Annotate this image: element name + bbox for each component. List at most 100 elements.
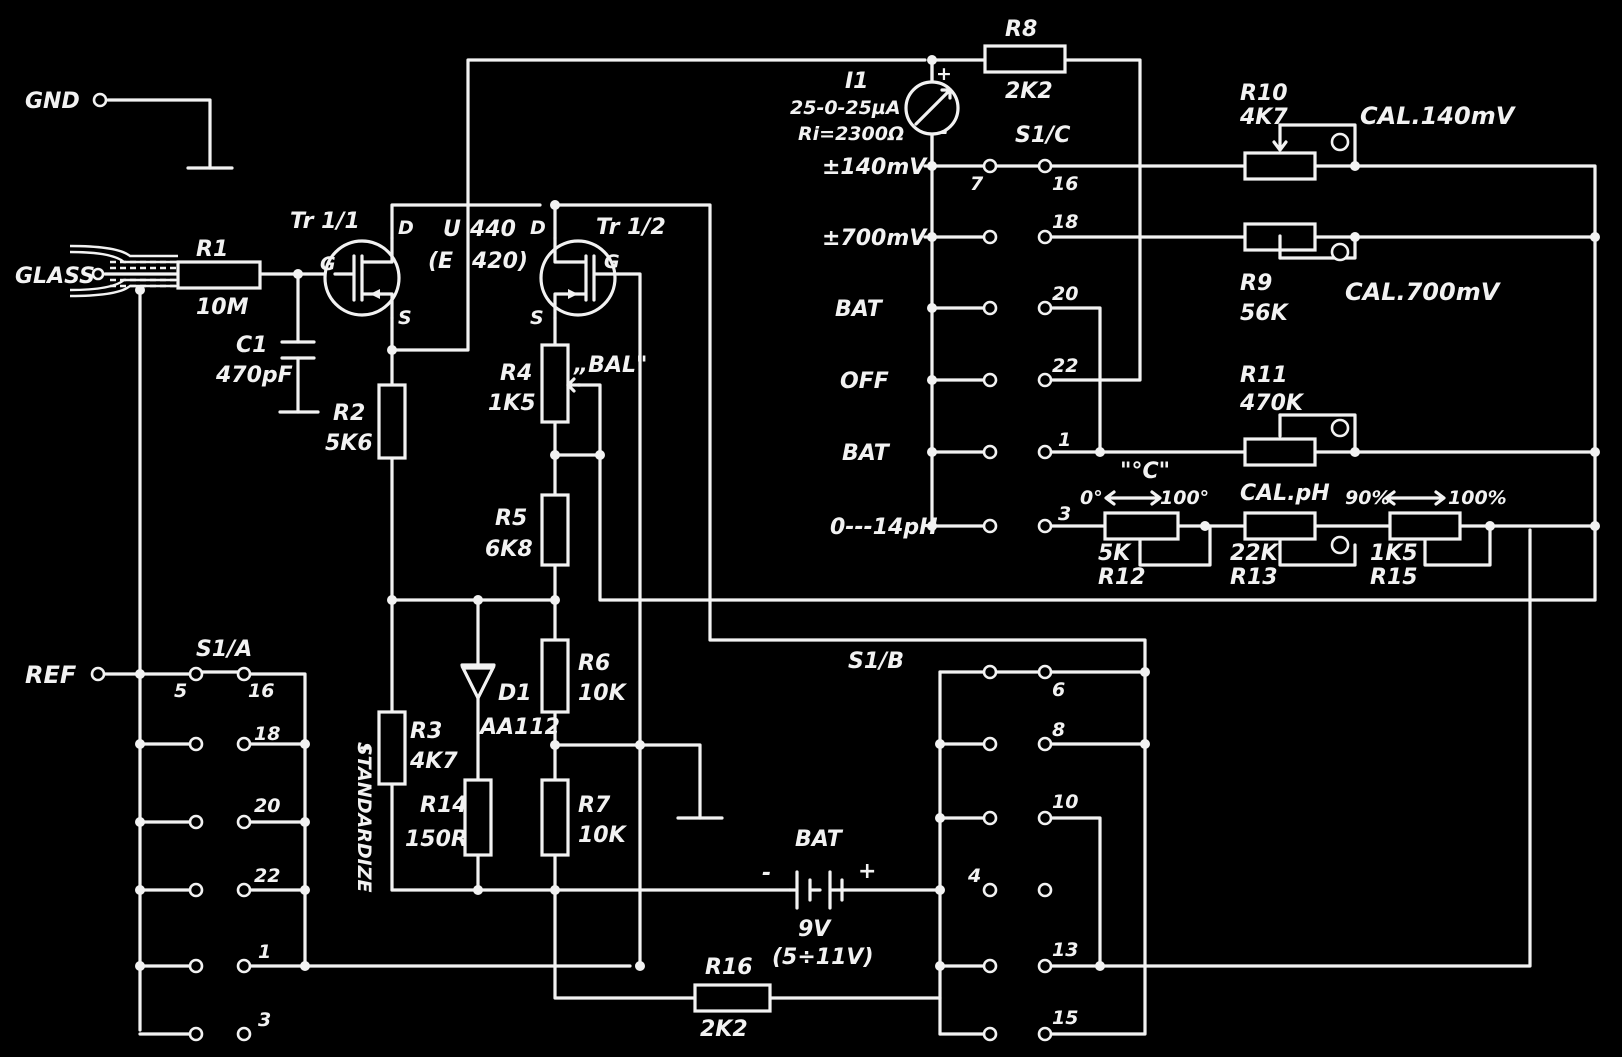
label-n4: 4 [967, 865, 981, 887]
capacitor-c1 [280, 340, 316, 360]
label-r8-val: 2K2 [1005, 79, 1053, 104]
resistor-r4 [540, 343, 570, 424]
wire-r13-loop [1278, 543, 1357, 567]
wire-s1c-left-stubs [923, 164, 992, 528]
label-n22a: 22 [254, 865, 280, 887]
label-r3-val: 4K7 [409, 749, 458, 774]
label-n1a: 1 [258, 941, 271, 963]
wire-s1b-right [1043, 670, 1147, 1036]
label-deg0: 0° [1080, 487, 1103, 509]
resistor-r15 [1388, 511, 1462, 541]
label-r9-val: 56K [1240, 301, 1290, 326]
label-u: U [443, 217, 461, 242]
resistor-r12 [1103, 511, 1180, 541]
jfet-tr12 [539, 236, 620, 320]
label-calph: CAL.pH [1240, 481, 1330, 506]
label-bat-plus: + [858, 859, 876, 884]
screw-icon-r11 [1330, 418, 1350, 438]
resistor-r11 [1243, 437, 1317, 467]
label-n7: 7 [970, 173, 984, 195]
label-r2-val: 5K6 [325, 431, 373, 456]
label-deg100: 100° [1160, 487, 1209, 509]
label-sw-bat2: BAT [842, 441, 891, 466]
terminals [90, 92, 1053, 1042]
label-glass: GLASS [15, 264, 95, 289]
wire-source1-rail [390, 58, 927, 352]
label-r2: R2 [333, 401, 365, 426]
label-d2: D [530, 217, 546, 239]
label-meter-minus: - [940, 121, 948, 143]
jfet-tr11 [323, 236, 401, 320]
wiper-r4 [566, 377, 582, 393]
label-r7: R7 [578, 793, 611, 818]
label-sw-140: ±140mV [822, 155, 928, 180]
label-sw-ph: 0---14pH [830, 515, 937, 540]
label-standardize: STANDARDIZE [353, 742, 375, 892]
adjust-screws [1330, 132, 1350, 555]
label-c1: C1 [236, 333, 267, 358]
wire-gnd [106, 98, 212, 170]
label-bat-v: 9V [798, 917, 832, 942]
label-n16c: 16 [1052, 173, 1078, 195]
wires [103, 58, 1597, 1036]
resistor-r16 [693, 983, 772, 1013]
label-s1a: S1/A [196, 637, 252, 662]
ground-symbols [186, 166, 724, 820]
label-n8: 8 [1052, 719, 1065, 741]
label-r16: R16 [705, 955, 753, 980]
label-e: (E [428, 249, 453, 274]
wire-gnd2 [553, 743, 702, 820]
label-n22c: 22 [1052, 355, 1078, 377]
resistor-r6 [540, 638, 570, 714]
label-c1-val: 470pF [215, 363, 293, 388]
label-g1: G [320, 253, 336, 275]
label-s1: S [398, 307, 412, 329]
label-r14: R14 [420, 793, 468, 818]
wire-r7-bot [553, 853, 697, 1000]
label-n15: 15 [1052, 1007, 1078, 1029]
label-r15: R15 [1370, 565, 1418, 590]
label-gnd: GND [25, 89, 80, 114]
label-sw-off: OFF [840, 369, 889, 394]
wire-r9-loop [1278, 235, 1357, 260]
label-r5-val: 6K8 [485, 537, 533, 562]
labels: GND GLASS REF R1 10M C1 470pF Tr 1/1 G D… [15, 17, 1517, 1042]
resistor-r1 [176, 260, 262, 290]
label-r1: R1 [196, 237, 228, 262]
label-cal700: CAL.700mV [1345, 278, 1502, 306]
label-meter-range: 25-0-25µA [790, 97, 901, 119]
wire-top-r8 [930, 58, 1142, 382]
label-meter-ri: Ri=2300Ω [798, 123, 904, 145]
resistor-r10 [1243, 151, 1317, 181]
screw-icon-r9 [1330, 242, 1350, 262]
label-r10-val: 4K7 [1239, 105, 1288, 130]
label-r6-val: 10K [578, 681, 628, 706]
label-cal140: CAL.140mV [1360, 102, 1517, 130]
label-sw-700: ±700mV [822, 226, 928, 251]
wire-s1a-left [138, 672, 192, 1036]
label-r5: R5 [495, 506, 527, 531]
label-ref: REF [25, 661, 77, 689]
resistor-r8 [983, 44, 1067, 74]
label-meter-plus: + [936, 63, 952, 85]
resistor-r5 [540, 493, 570, 567]
label-bat-range: (5÷11V) [772, 945, 874, 970]
wire-drain2 [553, 203, 1147, 674]
label-meter: I1 [845, 69, 869, 94]
label-d1: D [398, 217, 414, 239]
label-r3: R3 [410, 719, 442, 744]
label-n18c: 18 [1052, 211, 1078, 233]
wire-r11-loop [1278, 413, 1357, 454]
label-n5: 5 [174, 680, 187, 702]
label-n3c: 3 [1058, 503, 1071, 525]
wire-s1b-10 [1043, 816, 1102, 968]
label-r1-val: 10M [196, 295, 249, 320]
battery [788, 870, 844, 910]
label-s1b: S1/B [848, 649, 904, 674]
label-420: 420) [471, 249, 528, 274]
label-r8: R8 [1005, 17, 1037, 42]
wire-r10-loop [1278, 123, 1357, 168]
label-pct100: 100% [1448, 487, 1507, 509]
label-r14-val: 150R [405, 827, 468, 852]
label-r7-val: 10K [578, 823, 628, 848]
